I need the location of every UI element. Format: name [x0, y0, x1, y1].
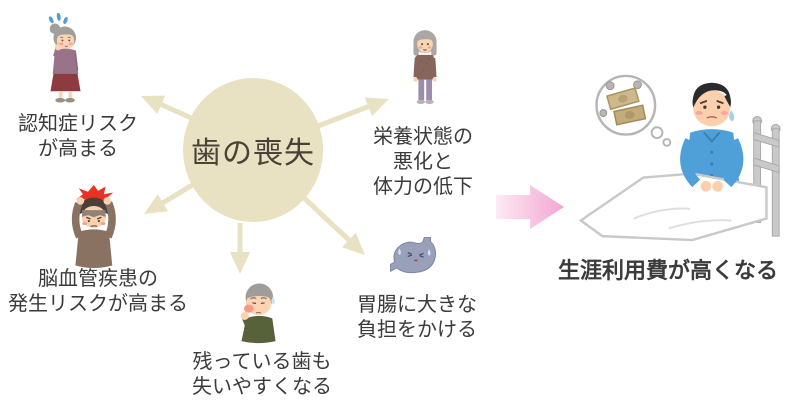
leads-to-arrow-icon: [496, 185, 564, 229]
factor-stomach-line-1: 胃腸に大きな: [357, 292, 477, 316]
factor-label-remaining-teeth: 残っている歯も 失いやすくなる: [182, 349, 342, 399]
factor-label-dementia: 認知症リスク が高まる: [0, 111, 156, 161]
factor-remaining-teeth-line-2: 失いやすくなる: [192, 374, 332, 398]
factor-stroke-line-2: 発生リスクが高まる: [8, 291, 188, 315]
factor-nutrition-line-3: 体力の低下: [373, 174, 473, 198]
arrow-to-nutrition: [317, 97, 389, 129]
factor-label-stomach: 胃腸に大きな 負担をかける: [337, 292, 497, 342]
factor-remaining-teeth-line-1: 残っている歯も: [192, 349, 332, 373]
outcome-label: 生涯利用費が高くなる: [557, 259, 778, 284]
factor-label-nutrition: 栄養状態の 悪化と 体力の低下: [343, 124, 503, 199]
factor-dementia-line-1: 認知症リスク: [18, 111, 138, 135]
man-headache-illustration: [71, 185, 116, 268]
factor-stroke-line-1: 脳血管疾患の: [38, 266, 158, 290]
stomach-character-illustration: [390, 236, 436, 274]
factor-nutrition-line-1: 栄養状態の: [373, 124, 473, 148]
factor-dementia-line-2: が高まる: [38, 136, 118, 160]
arrow-to-remaining-teeth: [230, 223, 250, 274]
hospitalized-patient-illustration: [578, 74, 781, 242]
arrow-to-stroke: [144, 181, 196, 214]
frail-elderly-woman-illustration: [413, 30, 437, 104]
central-topic-label: 歯の喪失: [191, 136, 315, 171]
factor-stomach-line-2: 負担をかける: [357, 317, 477, 341]
central-topic: 歯の喪失: [183, 78, 323, 222]
arrow-to-stomach: [301, 195, 365, 255]
elderly-man-toothache-illustration: [240, 283, 276, 344]
worried-elderly-woman-illustration: [48, 13, 81, 103]
factor-nutrition-line-2: 悪化と: [393, 149, 453, 173]
factor-label-stroke: 脳血管疾患の 発生リスクが高まる: [0, 266, 196, 316]
